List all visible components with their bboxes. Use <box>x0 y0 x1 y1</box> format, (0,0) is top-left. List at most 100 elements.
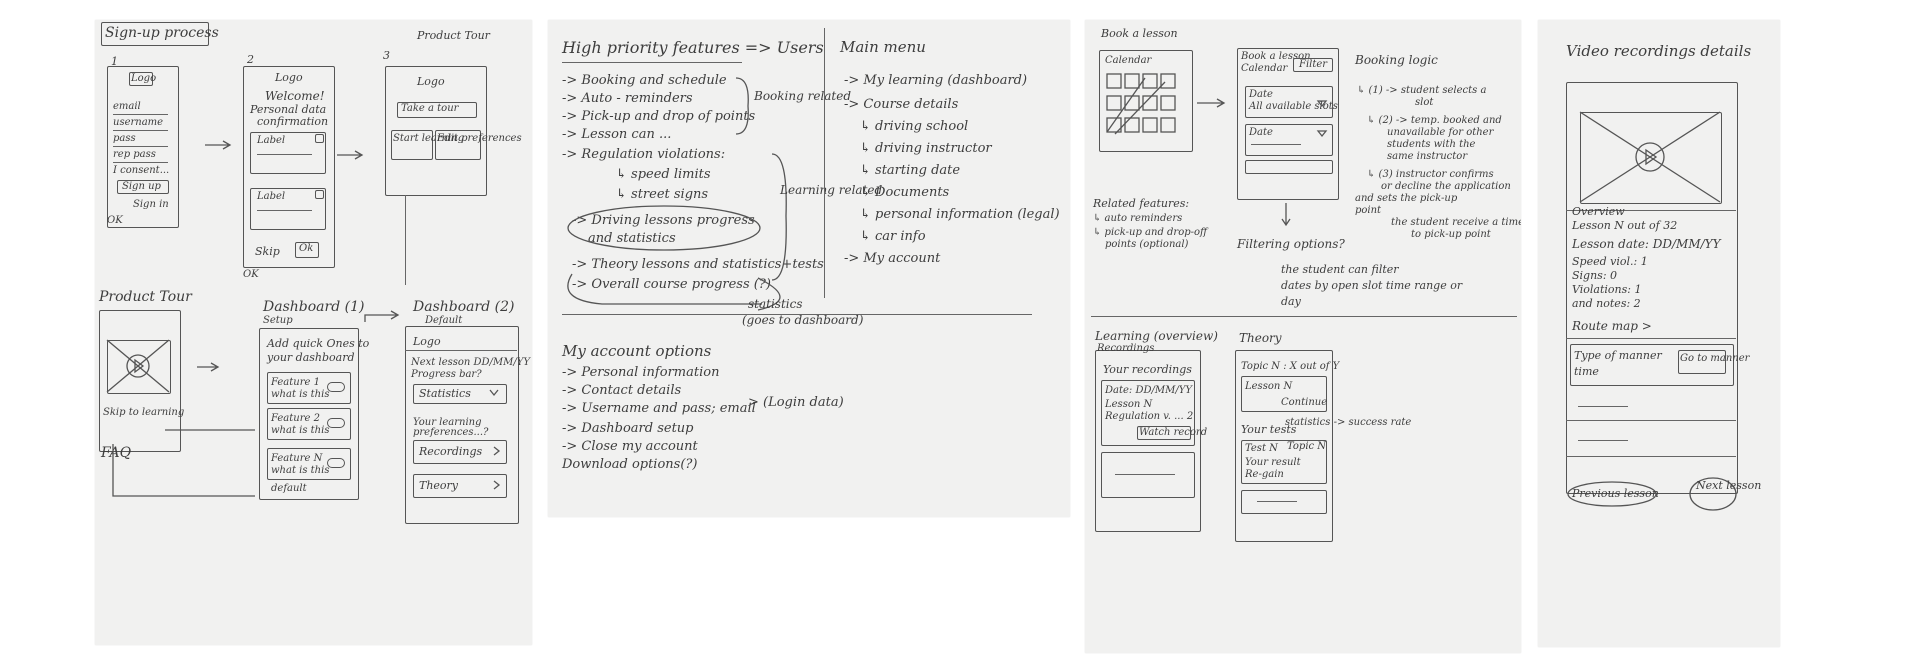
date-label: Date <box>1249 89 1273 100</box>
signup-button <box>117 180 169 194</box>
filter-text: the student can filter <box>1281 263 1399 276</box>
take-tour-button <box>397 102 477 118</box>
chevron-right-icon <box>493 446 501 456</box>
wireframe-video-details <box>1566 82 1738 494</box>
violations-total: Violations: 1 <box>1572 283 1642 296</box>
feature-n-sub: what is this <box>271 465 330 476</box>
dashboard-note: (goes to dashboard) <box>742 313 864 327</box>
learning-heading: Your learning <box>413 417 482 428</box>
watch-record-label: Watch record <box>1139 427 1208 438</box>
logic-line: same instructor <box>1387 151 1468 162</box>
ok-label: Ok <box>299 243 314 254</box>
toggle-icon <box>327 382 345 392</box>
email-field: email <box>113 101 141 112</box>
sketch-sheet-features: High priority features => Users -> Booki… <box>548 20 1070 517</box>
menu-item: -> My account <box>844 251 941 266</box>
personal-data-text: Personal data <box>250 103 327 116</box>
account-item: Download options(?) <box>562 457 698 472</box>
related-features: Related features: <box>1093 197 1190 210</box>
logo-box <box>129 72 153 86</box>
toggle-icon <box>327 458 345 468</box>
filter-label: Filter <box>1299 59 1328 70</box>
feature-1: Feature 1 <box>271 377 320 388</box>
play-icon <box>106 339 170 393</box>
calendar-grid <box>1106 73 1176 135</box>
lesson-card <box>1241 376 1327 412</box>
manner-card <box>1570 344 1734 386</box>
chevron-down-icon <box>489 389 499 397</box>
wireframe-calendar <box>1099 50 1193 152</box>
recordings-row <box>413 440 507 464</box>
screen-title: Dashboard (1) <box>263 299 365 315</box>
menu-subitem: ↳ personal information (legal) <box>860 207 1060 222</box>
feature-2: Feature 2 <box>271 413 320 424</box>
sheet-title: High priority features => Users <box>562 38 824 57</box>
wireframe-screen-dashboard <box>405 326 519 524</box>
feature-card-2 <box>267 408 351 440</box>
filter-button <box>1293 58 1333 72</box>
wireframe-booking <box>1237 48 1339 200</box>
related-item: points (optional) <box>1105 239 1189 250</box>
menu-subitem: ↳ car info <box>860 229 926 244</box>
feature-item: -> Overall course progress (?) <box>572 277 771 292</box>
account-title: My account options <box>562 342 712 360</box>
test-card <box>1241 490 1327 514</box>
welcome-text: Welcome! <box>265 89 325 103</box>
your-recordings: Your recordings <box>1103 363 1192 376</box>
test-card <box>1241 440 1327 484</box>
recordings-tab: Recordings <box>1097 343 1155 354</box>
edit-preferences-label: Edit preferences <box>437 133 522 144</box>
wireframe-screen-personal-data <box>243 66 335 268</box>
booking-logic-title: Booking logic <box>1355 53 1438 67</box>
menu-item: -> My learning (dashboard) <box>844 73 1028 88</box>
feature-subitem: ↳ street signs <box>616 187 709 202</box>
sketch-sheet-video-details: Video recordings details Overview Lesson… <box>1538 20 1780 647</box>
continue-button: Continue <box>1281 397 1328 408</box>
default-note: default <box>271 483 307 494</box>
checkbox-icon <box>315 190 324 199</box>
confirmation-text: confirmation <box>257 115 329 128</box>
logic-line: slot <box>1415 97 1434 108</box>
sketch-sheet-signup: Sign-up process 1 Logo email username pa… <box>95 20 532 645</box>
next-lesson: Next lesson DD/MM/YY <box>411 357 530 368</box>
progress-bar-label: Progress bar? <box>411 369 482 380</box>
wireframe-screen-product-tour <box>99 310 181 452</box>
slot-row <box>1245 160 1333 174</box>
related-item: ↳ auto reminders <box>1093 213 1183 224</box>
wireframe-recordings <box>1095 350 1201 532</box>
menu-subitem: ↳ driving school <box>860 119 969 134</box>
feature-item: -> Regulation violations: <box>562 147 726 162</box>
theory-title: Theory <box>1239 331 1282 345</box>
sign-violations: Signs: 0 <box>1572 269 1618 282</box>
date-dropdown-1 <box>1245 86 1333 118</box>
sheet-title: Book a lesson <box>1101 27 1178 40</box>
start-learning-label: Start learning <box>393 133 465 144</box>
skip-link: Skip <box>255 245 280 258</box>
learning-sub: preferences...? <box>413 427 489 438</box>
lesson-label: Lesson N <box>1245 381 1293 392</box>
signup-label: Sign up <box>122 181 161 192</box>
feature-subitem: ↳ speed limits <box>616 167 711 182</box>
stats-success-rate: statistics -> success rate <box>1285 417 1412 428</box>
manner-type: Type of manner <box>1574 349 1662 362</box>
instruction-text: Add quick Ones to <box>267 337 370 350</box>
sheet-title: Sign-up process <box>105 25 219 41</box>
go-to-manner-button <box>1678 350 1726 374</box>
ok-button <box>295 242 319 258</box>
start-learning-button <box>391 130 433 160</box>
wireframe-screen-tour <box>385 66 487 196</box>
recordings-label: Recordings <box>419 445 483 458</box>
menu-subitem: ↳ Documents <box>860 185 950 200</box>
toggle-icon <box>327 418 345 428</box>
logic-line: point <box>1355 205 1382 216</box>
watch-record-button <box>1137 426 1191 440</box>
feature-card-1 <box>267 372 351 404</box>
booking-title: Book a lesson <box>1241 51 1311 62</box>
previous-lesson-button: Previous lesson <box>1572 487 1659 500</box>
consent-checkbox: I consent... <box>113 165 170 176</box>
theory-label: Theory <box>419 479 459 492</box>
test-label: Test N <box>1245 443 1278 454</box>
menu-title: Main menu <box>840 38 926 56</box>
feature-n: Feature N <box>271 453 323 464</box>
sheet-title: Video recordings details <box>1566 42 1752 60</box>
